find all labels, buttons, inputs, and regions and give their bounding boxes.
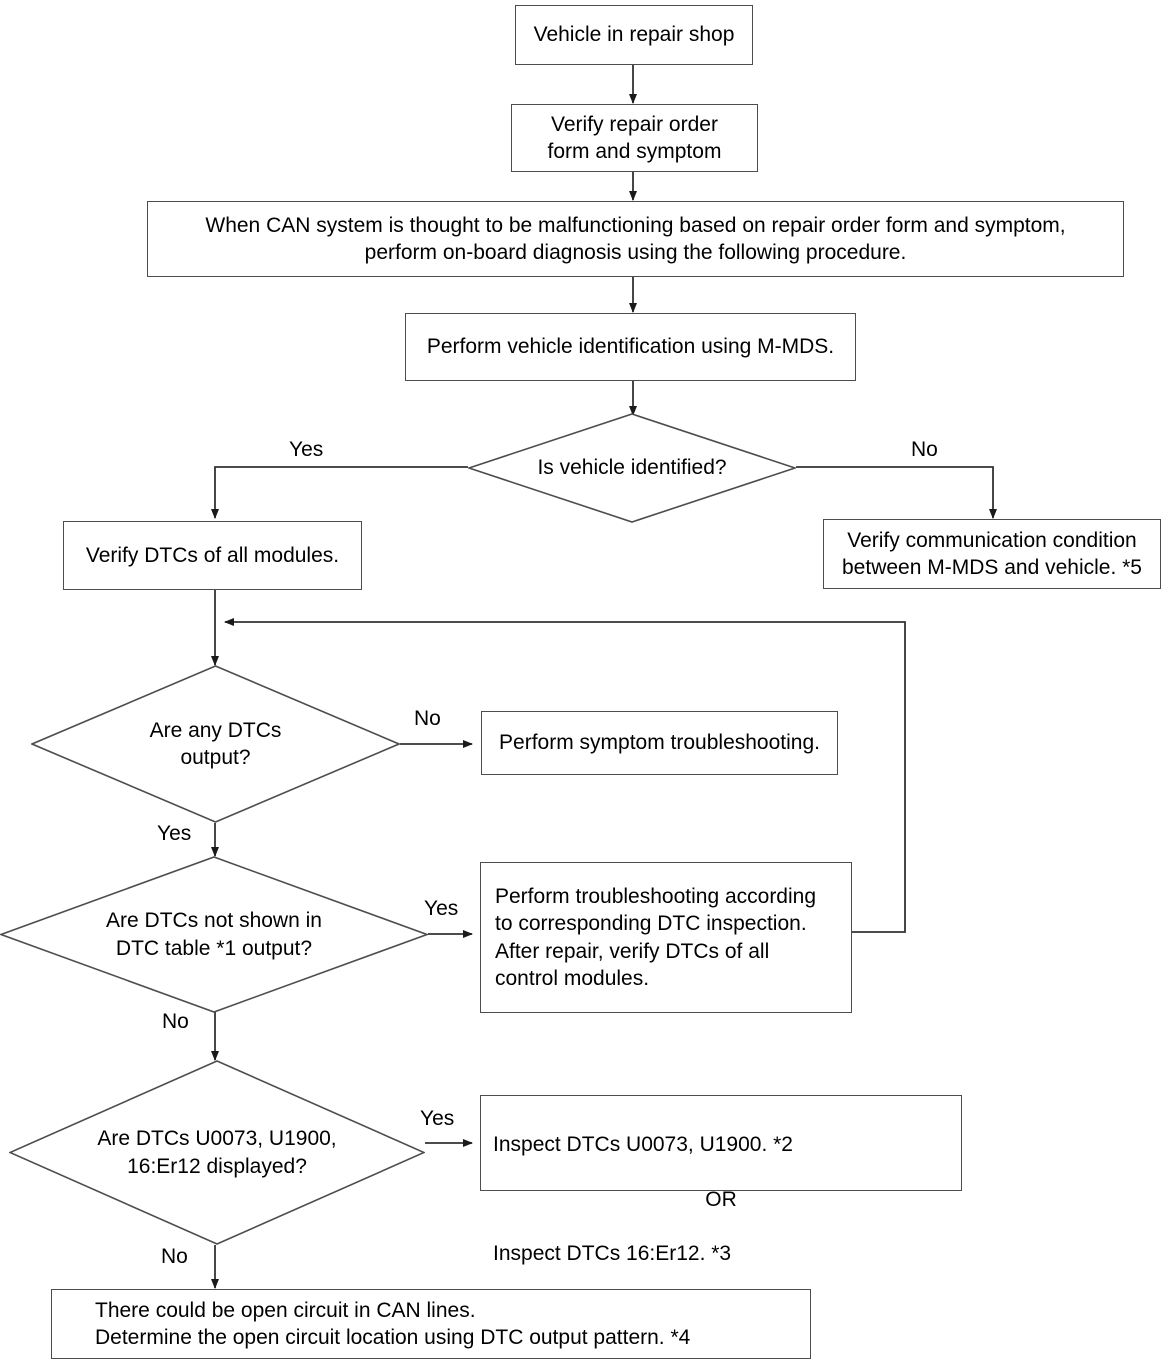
node-vehicle-in-repair-shop: Vehicle in repair shop bbox=[515, 5, 753, 65]
node-verify-communication-condition: Verify communication condition between M… bbox=[823, 519, 1161, 589]
edge-label-not-in-table-no: No bbox=[162, 1010, 189, 1033]
node-dtcs-not-in-table: Are DTCs not shown in DTC table *1 outpu… bbox=[0, 856, 428, 1013]
node-is-vehicle-identified-label: Is vehicle identified? bbox=[537, 456, 727, 480]
edge-label-vehicle-identified-no: No bbox=[911, 438, 938, 461]
node-perform-symptom-troubleshooting: Perform symptom troubleshooting. bbox=[481, 711, 838, 775]
edge-label-u0073-no: No bbox=[161, 1245, 188, 1268]
edge-label-any-dtcs-yes: Yes bbox=[157, 822, 192, 845]
node-are-any-dtcs-output-label: Are any DTCs output? bbox=[149, 718, 282, 769]
node-inspect-dtcs: Inspect DTCs U0073, U1900. *2 OR Inspect… bbox=[480, 1095, 962, 1265]
node-open-circuit-conclusion: There could be open circuit in CAN lines… bbox=[51, 1289, 811, 1359]
edge-label-vehicle-identified-yes: Yes bbox=[289, 438, 324, 461]
node-dtcs-not-in-table-label: Are DTCs not shown in DTC table *1 outpu… bbox=[106, 909, 322, 960]
edge-label-not-in-table-yes: Yes bbox=[424, 897, 459, 920]
edge-label-u0073-yes: Yes bbox=[420, 1107, 455, 1130]
node-are-any-dtcs-output: Are any DTCs output? bbox=[31, 665, 400, 823]
node-verify-repair-order: Verify repair order form and symptom bbox=[511, 104, 758, 172]
node-verify-dtcs-all-modules: Verify DTCs of all modules. bbox=[63, 521, 362, 590]
inspect-dtcs-line-3: Inspect DTCs 16:Er12. *3 bbox=[493, 1242, 732, 1266]
node-perform-vehicle-identification: Perform vehicle identification using M-M… bbox=[405, 313, 856, 381]
node-dtcs-u0073-displayed-label: Are DTCs U0073, U1900, 16:Er12 displayed… bbox=[97, 1127, 337, 1178]
node-dtcs-u0073-displayed: Are DTCs U0073, U1900, 16:Er12 displayed… bbox=[9, 1060, 425, 1245]
edge-label-any-dtcs-no: No bbox=[414, 707, 441, 730]
inspect-dtcs-line-or: OR bbox=[705, 1187, 737, 1211]
node-is-vehicle-identified: Is vehicle identified? bbox=[468, 413, 796, 523]
node-can-malfunction-note: When CAN system is thought to be malfunc… bbox=[147, 201, 1124, 277]
node-perform-troubleshooting: Perform troubleshooting according to cor… bbox=[480, 862, 852, 1013]
inspect-dtcs-line-1: Inspect DTCs U0073, U1900. *2 bbox=[493, 1133, 793, 1157]
